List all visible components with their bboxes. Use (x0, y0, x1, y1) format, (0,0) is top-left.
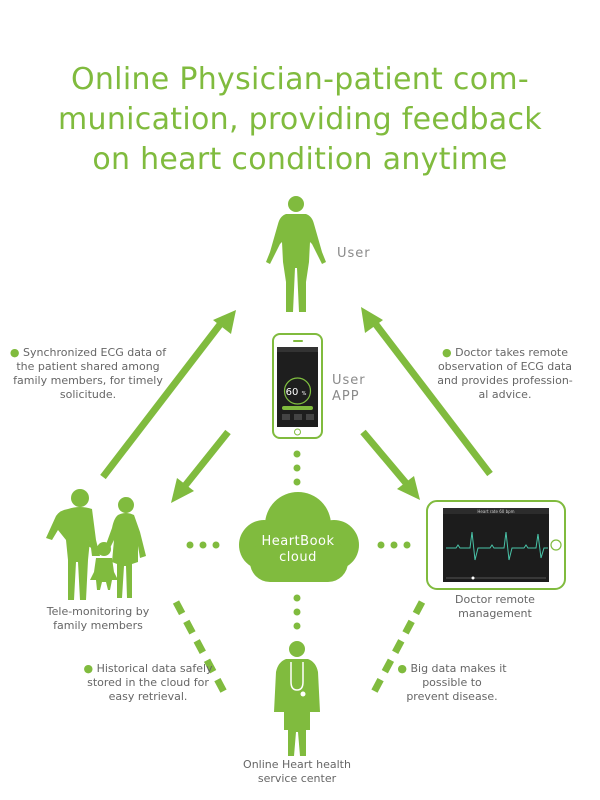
note-line: Big data makes it (410, 662, 507, 675)
arrow-doctor-to-user (361, 307, 493, 477)
stethoscope-chestpiece (300, 691, 306, 697)
note-line: stored in the cloud for (87, 676, 209, 689)
stethoscope-icon (290, 662, 304, 691)
note-bigdata: ● Big data makes it possible to prevent … (392, 662, 512, 704)
note-line: easy retrieval. (108, 690, 188, 703)
dots-family-to-cloud (186, 541, 220, 549)
note-line: family members, for timely (13, 374, 163, 387)
arrow-app-to-doctor (360, 429, 420, 500)
phone-reading: 60 (286, 387, 299, 398)
note-line: Historical data safely (96, 662, 213, 675)
note-line: solicitude. (59, 388, 117, 401)
bullet-dot: ● (397, 662, 407, 675)
user-app-label-line1: User (332, 373, 366, 388)
center-label-line2: service center (257, 772, 337, 785)
note-line: Doctor takes remote (455, 346, 569, 359)
center-label: Online Heart health service center (227, 758, 367, 786)
note-line: observation of ECG data (437, 360, 573, 373)
note-family-sync: ● Synchronized ECG data of the patient s… (8, 346, 168, 402)
note-doctor-observation: ● Doctor takes remote observation of ECG… (430, 346, 580, 402)
dots-cloud-to-center (293, 594, 301, 630)
center-label-line1: Online Heart health (243, 758, 351, 771)
user-figure-icon (266, 196, 326, 312)
user-label: User (337, 246, 371, 261)
cloud-label-line1: HeartBook (261, 534, 334, 549)
dots-app-to-cloud (293, 450, 301, 486)
family-label-line1: Tele-monitoring by (46, 605, 150, 618)
note-historical: ● Historical data safely stored in the c… (78, 662, 218, 704)
doctor-tablet-icon (426, 500, 566, 590)
title-line: munication, providing feedback (58, 102, 542, 137)
user-app-label-line2: APP (332, 389, 360, 404)
note-line: Synchronized ECG data of (23, 346, 167, 359)
arrow-family-to-user (100, 310, 236, 480)
note-line: possible to (422, 676, 482, 689)
title-line: Online Physician-patient com- (70, 62, 530, 97)
doctor-label-line2: management (458, 607, 532, 620)
doctor-label: Doctor remote management (425, 593, 565, 621)
phone-reading-unit: % (302, 391, 307, 397)
tablet-header: Heart rate 60 bpm (477, 509, 514, 514)
arrow-app-to-family (171, 429, 231, 503)
doctor-label-line1: Doctor remote (455, 593, 535, 606)
page-title: Online Physician-patient com- munication… (20, 60, 580, 180)
bullet-dot: ● (9, 346, 20, 359)
user-app-phone-icon (272, 333, 323, 439)
note-line: the patient shared among (16, 360, 160, 373)
dots-cloud-to-doctor (377, 541, 411, 549)
bullet-dot: ● (83, 662, 94, 675)
cloud-label-line2: cloud (279, 550, 317, 565)
note-line: prevent disease. (406, 690, 498, 703)
family-silhouette-icon (46, 489, 146, 600)
doctor-silhouette-icon (274, 641, 320, 756)
dashed-family-to-center (172, 600, 228, 694)
note-line: and provides profession- (437, 374, 573, 387)
bullet-dot: ● (441, 346, 452, 359)
family-label: Tele-monitoring by family members (28, 605, 168, 633)
user-app-label: User APP (332, 373, 366, 405)
title-line: on heart condition anytime (92, 142, 508, 177)
family-label-line2: family members (53, 619, 143, 632)
dashed-doctor-to-center (370, 600, 426, 694)
note-line: al advice. (478, 388, 532, 401)
cloud-icon (239, 492, 359, 582)
